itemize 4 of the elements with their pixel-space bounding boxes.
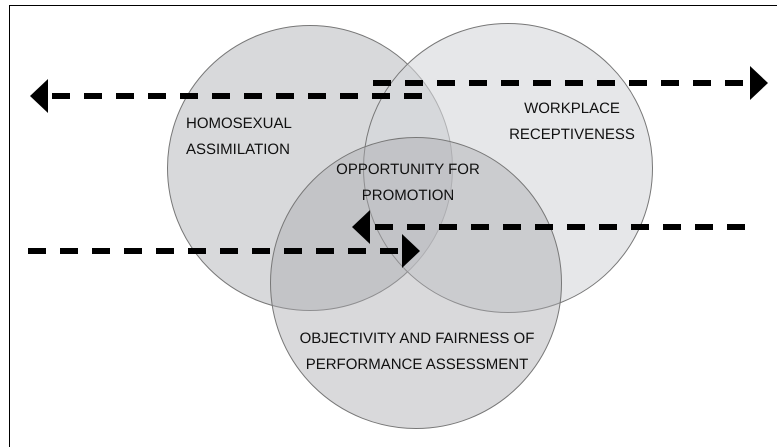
circle-label: HOMOSEXUAL ASSIMILATION [186, 114, 292, 160]
circle-label: OBJECTIVITY AND FAIRNESS OF PERFORMANCE ASSESSMENT [298, 329, 536, 375]
circle-label: WORKPLACE RECEPTIVENESS [508, 99, 636, 145]
overlap-label: OPPORTUNITY FOR PROMOTION [335, 160, 481, 206]
